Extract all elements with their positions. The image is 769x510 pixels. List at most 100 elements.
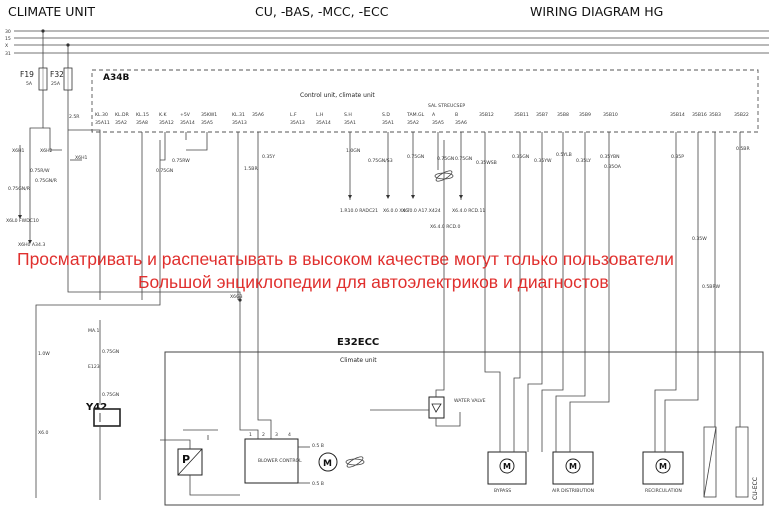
wire-color-label: 0.35P <box>671 154 684 160</box>
wire <box>67 90 241 345</box>
control-unit-title: Control unit, climate unit <box>300 92 375 99</box>
connector-ref: X6.0.0 X4.7 <box>383 208 410 214</box>
wire-color-label: 0.75GN <box>102 392 119 398</box>
wire-color-label: 2.5R <box>69 114 80 120</box>
wire-color-label: 0.35WSB <box>476 160 497 166</box>
connector-arrow <box>411 195 415 199</box>
connector-ref: X6.4.0 RCD.11 <box>452 208 485 214</box>
side-ref: X6H0 A34.3 <box>18 242 45 248</box>
temperature-sensor-symbol <box>735 426 749 498</box>
pin-name: TAM.GL <box>406 112 425 118</box>
connector-ref: X6.4.0 RCD.0 <box>430 224 460 230</box>
bypass-motor-symbol <box>499 458 515 474</box>
ref-label: E123 <box>88 364 100 370</box>
watermark-line-2: Большой энциклопедии для автоэлектриков … <box>138 272 609 292</box>
water-valve-triangle <box>431 403 442 413</box>
y42-label: Y42 <box>85 402 107 413</box>
pin-name: S.D <box>382 112 390 118</box>
rail-label: 31 <box>5 51 11 57</box>
fan-lobe <box>345 458 365 466</box>
lower-left-circuit: X6G3 MA.1 0.75GN E123 0.75GN 1.0W X6.0 Y… <box>35 140 243 500</box>
connector-ref: 1.R10.0 RADC21 <box>340 208 378 214</box>
wire-color-label: 0.5YLB <box>556 152 572 158</box>
wire-color-label: 0.75GN <box>102 349 119 355</box>
junction-label: X6G3 <box>230 294 243 300</box>
pin-name: 35B8 <box>557 112 569 118</box>
ref-label: X6.0 <box>38 430 49 436</box>
control-unit-pins: KL.3035A11KL.DR35A2KL.1535A8K.K35A12+5V3… <box>95 112 749 126</box>
pin-name: 35B3 <box>709 112 721 118</box>
pin-name: 35B14 <box>670 112 685 118</box>
temperature-sensor-symbol <box>703 426 717 498</box>
wire <box>239 345 259 439</box>
side-ref: X6H1 <box>75 155 88 161</box>
connector-arrow <box>348 195 352 199</box>
bypass-label: BYPASS <box>494 488 511 494</box>
pin-number: 35A13 <box>290 120 305 126</box>
temperature-sensor-slash <box>703 426 717 498</box>
pin-number: 35A12 <box>159 120 174 126</box>
fuse-name: F32 <box>50 70 64 79</box>
wire <box>189 475 240 496</box>
wire-color-label: 0.5BR <box>736 146 750 152</box>
pin-name: 35B16 <box>692 112 707 118</box>
wire <box>257 345 272 439</box>
wire <box>435 412 461 427</box>
blower-pin: 1 <box>249 432 252 438</box>
wire <box>186 140 208 151</box>
wire <box>484 350 501 452</box>
pin-number: 35A11 <box>95 120 110 126</box>
pin-name: 35B10 <box>603 112 618 118</box>
pin-name: 35B22 <box>734 112 749 118</box>
side-ref: X6L0 FWDC10 <box>6 218 39 224</box>
pin-number: 35A2 <box>115 120 127 126</box>
blower-control-label: BLOWER CONTROL <box>258 458 302 464</box>
pin-number: 35A6 <box>455 120 467 126</box>
blower-pin: 3 <box>275 432 278 438</box>
wire <box>68 129 101 135</box>
wire-color-label: 0.75GN <box>156 168 173 174</box>
actuator-harness <box>484 350 741 452</box>
climate-unit-e32ecc: E32ECC Climate unit P BLOWER CONTROL 1 2… <box>160 140 764 506</box>
pin-name: 35B9 <box>579 112 591 118</box>
wire-color-label: 0.75GN/S3 <box>368 158 393 164</box>
control-unit-drop-wires <box>141 132 741 420</box>
wire-color-label: 0.75GN <box>455 156 472 162</box>
side-ref: X6H2 <box>40 148 53 154</box>
wire <box>555 350 586 452</box>
wire-color-label: 0.75R/W <box>30 168 50 174</box>
control-unit-a34b: A34B Control unit, climate unit SAL STRE… <box>91 69 759 133</box>
connector-arrow <box>28 240 32 244</box>
pressure-sensor-slash <box>177 448 203 476</box>
mal-label: MA.1 <box>88 328 99 334</box>
air-distribution-label: AIR DISTRIBUTION <box>552 488 594 494</box>
pin-name: KL.DR <box>115 112 130 118</box>
wire-color-label: 0.35YBN <box>600 154 620 160</box>
pin-number: 35A14 <box>180 120 195 126</box>
wire-color-label: 0.75GN <box>437 156 454 162</box>
water-valve-symbol <box>428 396 445 419</box>
fuse-name: F19 <box>20 70 34 79</box>
pin-name: 35KW1 <box>201 112 217 118</box>
recirculation-motor-label: M <box>659 462 667 471</box>
wire <box>569 350 610 452</box>
pin-number: 35A5 <box>201 120 213 126</box>
pin-name: S.H <box>344 112 352 118</box>
recirculation-label: RECIRCULATION <box>645 488 682 494</box>
pin-name: 35B11 <box>514 112 529 118</box>
fan-lobe <box>435 170 453 182</box>
fan-lobe <box>346 456 364 468</box>
blower-motor-label: M <box>323 459 332 469</box>
wire-junction <box>238 298 242 302</box>
wire-color-label: 1.0W <box>38 351 50 357</box>
wire-junction <box>41 29 45 33</box>
climate-unit-id: E32ECC <box>337 337 379 348</box>
wire <box>664 350 699 452</box>
rail-label: 30 <box>5 29 11 35</box>
pin-name: L.F <box>290 112 297 118</box>
wire-junction <box>66 43 70 47</box>
wire <box>160 140 166 161</box>
pin-number: 35A5 <box>432 120 444 126</box>
